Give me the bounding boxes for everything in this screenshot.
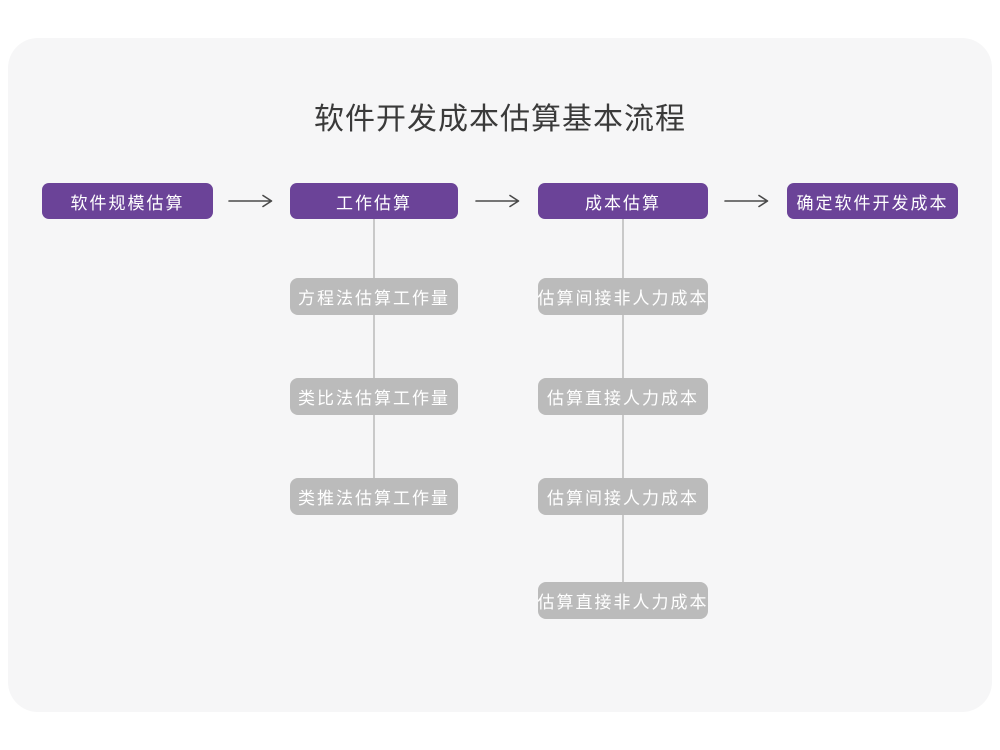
flow-arrow-icon (724, 193, 770, 209)
cost-step-indirect-nonlabor: 估算间接非人力成本 (538, 278, 708, 315)
work-method-equation: 方程法估算工作量 (290, 278, 458, 315)
step-software-scale-estimation: 软件规模估算 (42, 183, 213, 219)
work-method-analogy: 类比法估算工作量 (290, 378, 458, 415)
cost-step-label: 估算直接人力成本 (547, 389, 699, 408)
work-method-label: 类推法估算工作量 (298, 489, 450, 508)
step-label: 确定软件开发成本 (796, 193, 949, 213)
work-method-label: 方程法估算工作量 (298, 289, 450, 308)
step-work-estimation: 工作估算 (290, 183, 458, 219)
flow-arrow-icon (228, 193, 274, 209)
cost-step-indirect-labor: 估算间接人力成本 (538, 478, 708, 515)
flowchart-card (8, 38, 992, 712)
diagram-title: 软件开发成本估算基本流程 (314, 103, 686, 136)
connector-line-work-column (373, 219, 375, 478)
work-method-extrapolation: 类推法估算工作量 (290, 478, 458, 515)
cost-step-direct-labor: 估算直接人力成本 (538, 378, 708, 415)
cost-step-direct-nonlabor: 估算直接非人力成本 (538, 582, 708, 619)
step-determine-development-cost: 确定软件开发成本 (787, 183, 958, 219)
cost-step-label: 估算间接人力成本 (547, 489, 699, 508)
flow-arrow-icon (475, 193, 521, 209)
step-label: 成本估算 (585, 193, 661, 213)
step-label: 软件规模估算 (70, 193, 185, 213)
work-method-label: 类比法估算工作量 (298, 389, 450, 408)
step-cost-estimation: 成本估算 (538, 183, 708, 219)
cost-step-label: 估算间接非人力成本 (537, 289, 709, 308)
cost-step-label: 估算直接非人力成本 (537, 593, 709, 612)
step-label: 工作估算 (336, 193, 412, 213)
